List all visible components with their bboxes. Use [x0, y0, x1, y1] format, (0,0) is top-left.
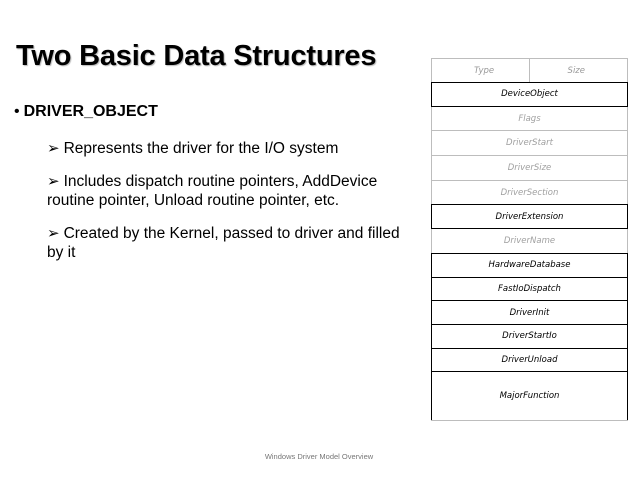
- structure-field: HardwareDatabase: [431, 252, 628, 278]
- slide-title: Two Basic Data Structures: [16, 40, 377, 72]
- sub-point-text: Includes dispatch routine pointers, AddD…: [47, 173, 378, 209]
- structure-field: DriverName: [432, 229, 627, 254]
- sub-point-text: Created by the Kernel, passed to driver …: [47, 225, 400, 261]
- structure-field: DriverUnload: [431, 347, 628, 373]
- bullet-label: DRIVER_OBJECT: [23, 103, 158, 120]
- header-size: Size: [567, 65, 585, 76]
- header-type: Type: [432, 59, 530, 82]
- arrow-bullet-icon: ➢: [47, 173, 60, 190]
- bullet-driver-object: •DRIVER_OBJECT: [14, 103, 158, 121]
- sub-point-1: ➢Represents the driver for the I/O syste…: [47, 139, 417, 158]
- structure-header-row: Type Size: [432, 59, 627, 83]
- structure-field: FastIoDispatch: [431, 276, 628, 302]
- structure-field: DeviceObject: [431, 82, 628, 107]
- structure-field: DriverExtension: [431, 204, 628, 230]
- bullet-dot: •: [14, 103, 20, 120]
- sub-point-3: ➢Created by the Kernel, passed to driver…: [47, 224, 417, 262]
- slide-footer: Windows Driver Model Overview: [264, 452, 374, 461]
- structure-field: Flags: [432, 107, 627, 132]
- structure-field: DriverStartIo: [431, 323, 628, 349]
- structure-field: DriverInit: [431, 300, 628, 325]
- structure-field: DriverSize: [432, 156, 627, 181]
- arrow-bullet-icon: ➢: [47, 225, 60, 242]
- sub-point-text: Represents the driver for the I/O system: [63, 140, 339, 157]
- structure-field: MajorFunction: [431, 371, 628, 421]
- structure-field: DriverSection: [432, 181, 627, 206]
- arrow-bullet-icon: ➢: [47, 140, 60, 157]
- structure-field: DriverStart: [432, 131, 627, 157]
- sub-point-2: ➢Includes dispatch routine pointers, Add…: [47, 172, 417, 210]
